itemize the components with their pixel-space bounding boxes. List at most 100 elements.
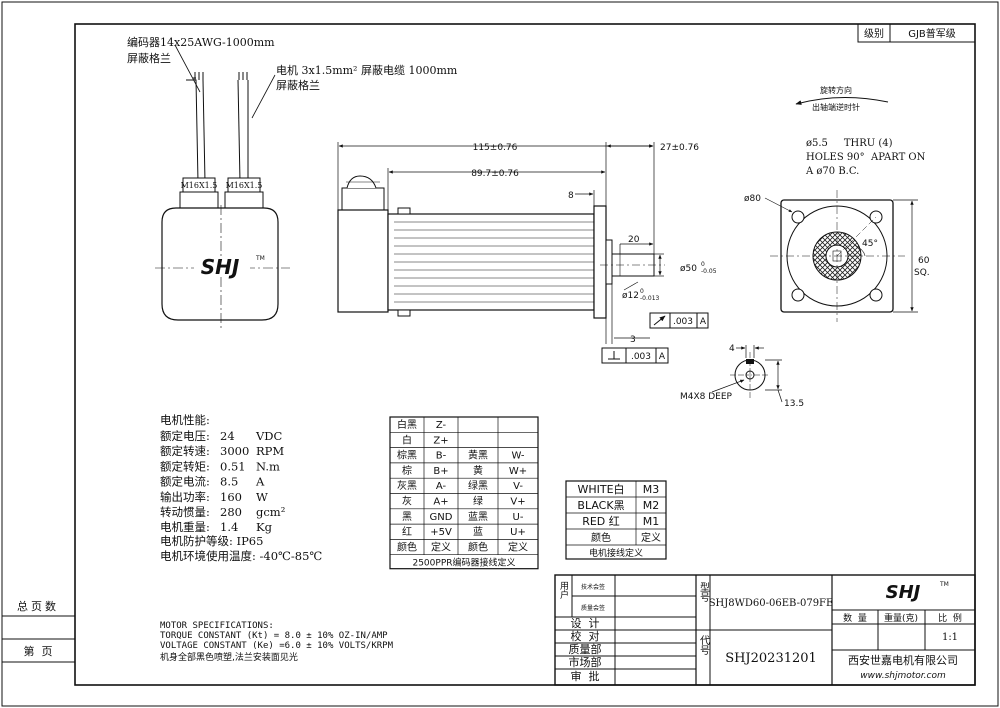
encoder-cell: 定义	[431, 540, 451, 553]
grade-value: GJB普军级	[908, 27, 956, 40]
spec-unit: RPM	[256, 444, 284, 458]
role-design: 设 计	[571, 617, 600, 630]
encoder-cable-line2: 屏蔽格兰	[127, 51, 171, 65]
brand-tm-rear: TM	[255, 255, 265, 262]
spec-label: 额定电流:	[160, 475, 210, 489]
spec-label: 额定转矩:	[160, 459, 210, 473]
rear-view: 编码器14x25AWG-1000mm 屏蔽格兰 电机 3x1.5mm² 屏蔽电缆…	[127, 35, 458, 330]
encoder-cell: 蓝黑	[468, 511, 488, 523]
motor-cable-line1: 电机 3x1.5mm² 屏蔽电缆 1000mm	[276, 63, 458, 77]
tap-note: M4X8 DEEP	[680, 392, 733, 402]
motor-cell: 定义	[641, 531, 661, 544]
dim-bore-tol-up: 0	[640, 288, 644, 295]
brand-tm-title: TM	[939, 581, 949, 588]
encoder-cable-line1: 编码器14x25AWG-1000mm	[127, 35, 275, 49]
encoder-cell: 黄	[473, 464, 483, 477]
encoder-cell: 颜色	[397, 540, 417, 553]
perpendicularity-datum: A	[659, 352, 666, 362]
holes-note-2: HOLES 90° APART ON	[806, 152, 926, 163]
spec-label: 转动惯量:	[160, 505, 210, 519]
spec-unit: N.m	[256, 459, 280, 473]
key-depth: 13.5	[784, 399, 804, 409]
motor-cell: M2	[643, 499, 660, 512]
encoder-table-caption: 2500PPR编码器接线定义	[412, 557, 515, 569]
dim-shaft-length: 27±0.76	[660, 143, 699, 153]
spec-label: 额定转速:	[160, 444, 210, 458]
motor-cell: M1	[643, 515, 660, 528]
gland-1-label: M16X1.5	[181, 181, 218, 190]
motor-notes: MOTOR SPECIFICATIONS: TORQUE CONSTANT (K…	[160, 621, 394, 663]
spec-value: 1.4	[220, 520, 238, 534]
dim-pilot-gap: 3	[630, 335, 636, 345]
spec-unit: VDC	[255, 429, 283, 443]
total-pages-label: 总页数	[17, 599, 59, 613]
key-width: 4	[729, 344, 735, 354]
motor-cable-line2: 屏蔽格兰	[276, 78, 320, 92]
pilot-diameter: ø80	[744, 194, 761, 204]
encoder-cell: U+	[510, 527, 526, 538]
encoder-cell: 黑	[402, 511, 412, 523]
scale-value: 1:1	[942, 632, 958, 643]
motor-specs: 电机性能: 电机防护等级: IP65 电机环境使用温度: -40℃-85℃ 额定…	[160, 413, 322, 563]
company-website: www.shjmotor.com	[860, 671, 946, 681]
rotation-label-2: 出轴端逆时针	[812, 102, 860, 112]
encoder-cell: 棕黑	[397, 449, 417, 462]
square-size: 60	[918, 256, 930, 266]
spec-label: 额定电压:	[160, 429, 210, 443]
tech-sign-label: 技术会签	[581, 583, 605, 591]
motor-cell: BLACK黑	[577, 499, 624, 512]
rotation-label-1: 旋转方向	[820, 85, 852, 95]
encoder-cell: A-	[436, 481, 447, 492]
role-quality: 质量部	[569, 642, 602, 656]
notes-line2: VOLTAGE CONSTANT (Ke) =6.0 ± 10% VOLTS/K…	[160, 641, 394, 651]
runout-value: .003	[673, 317, 693, 327]
motor-table-caption: 电机接线定义	[589, 547, 643, 559]
dim-body-length: 89.7±0.76	[471, 169, 519, 179]
perpendicularity-frame: .003 A	[601, 347, 669, 364]
spec-value: 0.51	[220, 459, 246, 473]
spec-unit: Kg	[256, 520, 273, 534]
grade-label: 级别	[864, 28, 884, 40]
encoder-cell: 红	[402, 525, 412, 538]
encoder-cell: 黄黑	[468, 449, 488, 462]
side-view: 115±0.76 89.7±0.76 27±0.76 8 20 ø50 0 -0…	[337, 142, 717, 364]
encoder-cell: U-	[513, 512, 524, 523]
qty-label: 数 量	[843, 612, 867, 624]
spec-value: 8.5	[220, 475, 238, 489]
runout-datum: A	[700, 317, 707, 327]
model-label: 型号	[698, 581, 710, 603]
encoder-cell: 白黑	[397, 418, 417, 431]
specs-temperature: 电机环境使用温度: -40℃-85℃	[160, 549, 322, 563]
encoder-cell: B-	[436, 451, 447, 462]
spec-label: 电机重量:	[160, 520, 210, 534]
encoder-cell: B+	[433, 466, 448, 477]
spec-unit: A	[255, 475, 265, 489]
model-number: SHJ8WD60-06EB-079FE	[709, 598, 834, 609]
encoder-cell: GND	[430, 512, 453, 523]
encoder-cell: W-	[511, 451, 524, 462]
spec-value: 24	[220, 429, 235, 443]
company-name: 西安世嘉电机有限公司	[848, 653, 958, 667]
encoder-cell: 蓝	[473, 526, 483, 538]
notes-title: MOTOR SPECIFICATIONS:	[160, 621, 274, 631]
encoder-cell: 绿黑	[468, 479, 488, 492]
motor-cell: 颜色	[591, 531, 611, 544]
dim-shaft-tol-down: -0.05	[701, 268, 717, 275]
scale-label: 比 例	[938, 612, 962, 624]
specs-title: 电机性能:	[160, 413, 210, 427]
notes-line3: 机身全部黑色喷塑,法兰安装面见光	[160, 651, 298, 663]
spec-value: 3000	[220, 444, 249, 458]
title-block: 用户 技术会签 质量会签 设 计 校 对 质量部 市场部 审 批 型号 SHJ8…	[554, 574, 976, 686]
motor-cell: RED 红	[582, 515, 620, 528]
encoder-cell: 绿	[473, 495, 483, 508]
brand-logo-rear: SHJ	[201, 255, 240, 279]
encoder-cell: 灰	[402, 495, 412, 508]
holes-note-1: ø5.5 THRU (4)	[806, 138, 893, 149]
dim-bore-tol-down: -0.013	[640, 295, 660, 302]
code-label: 代号	[698, 635, 710, 656]
holes-note-3: A ø70 B.C.	[805, 166, 859, 177]
grade-box: 级别 GJB普军级	[857, 23, 976, 43]
encoder-cell: Z-	[436, 420, 447, 431]
